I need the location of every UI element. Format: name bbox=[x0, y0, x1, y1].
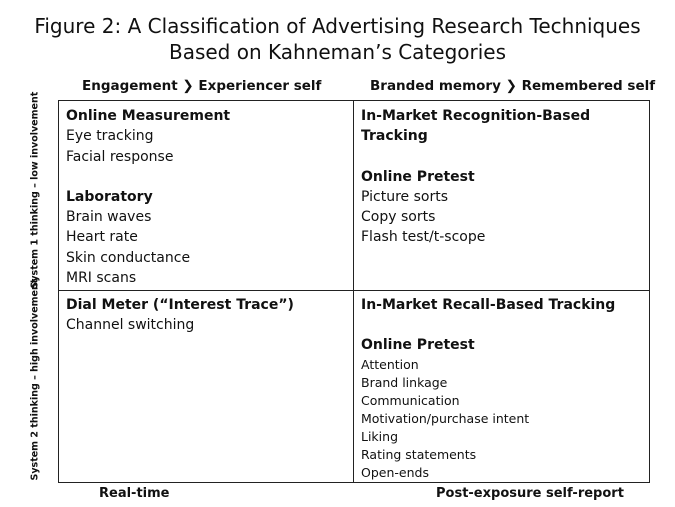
cell-bottom-left: Dial Meter (“Interest Trace”) Channel sw… bbox=[66, 295, 294, 336]
list-item: MRI scans bbox=[66, 270, 137, 287]
list-item: Picture sorts bbox=[361, 188, 448, 205]
list-item: Eye tracking bbox=[66, 128, 154, 145]
column-header-engagement: Engagement ❯ Experiencer self bbox=[82, 78, 322, 94]
cell-heading: Online Pretest bbox=[361, 337, 475, 354]
list-item: Brain waves bbox=[66, 209, 152, 226]
cell-heading: Online Pretest bbox=[361, 168, 475, 185]
cell-heading: In-Market Recognition-Based Tracking bbox=[361, 108, 591, 145]
list-item: Communication bbox=[361, 392, 460, 408]
footer-real-time: Real-time bbox=[99, 486, 170, 501]
list-item: Copy sorts bbox=[361, 209, 436, 226]
list-item: Open-ends bbox=[361, 464, 429, 480]
classification-grid: Online Measurement Eye tracking Facial r… bbox=[58, 100, 650, 483]
row-label-system-1: System 1 thinking – low involvement bbox=[29, 91, 41, 289]
list-item: Flash test/t-scope bbox=[361, 229, 486, 246]
cell-bottom-right: In-Market Recall-Based Tracking Online P… bbox=[361, 295, 615, 482]
list-item: Heart rate bbox=[66, 229, 138, 246]
cell-heading: Laboratory bbox=[66, 188, 153, 205]
footer-post-exposure: Post-exposure self-report bbox=[436, 486, 624, 501]
horizontal-divider bbox=[59, 290, 649, 291]
figure-title-line-2: Based on Kahneman’s Categories bbox=[168, 40, 507, 64]
cell-heading: Dial Meter (“Interest Trace”) bbox=[66, 297, 294, 313]
figure-title-line-1: Figure 2: A Classification of Advertisin… bbox=[34, 14, 641, 38]
list-item: Channel switching bbox=[66, 317, 195, 334]
list-item: Facial response bbox=[66, 148, 174, 165]
list-item: Rating statements bbox=[361, 446, 477, 462]
cell-top-right: In-Market Recognition-Based Tracking Onl… bbox=[361, 106, 649, 248]
cell-heading: In-Market Recall-Based Tracking bbox=[361, 297, 616, 313]
row-label-system-2: System 2 thinking – high involvement bbox=[29, 278, 41, 481]
cell-heading: Online Measurement bbox=[66, 108, 231, 124]
list-item: Attention bbox=[361, 356, 419, 372]
list-item: Brand linkage bbox=[361, 374, 448, 390]
list-item: Skin conductance bbox=[66, 249, 191, 266]
vertical-divider bbox=[353, 101, 354, 482]
column-header-branded-memory: Branded memory ❯ Remembered self bbox=[370, 78, 656, 94]
list-item: Liking bbox=[361, 428, 399, 444]
cell-top-left: Online Measurement Eye tracking Facial r… bbox=[66, 106, 230, 288]
list-item: Motivation/purchase intent bbox=[361, 410, 530, 426]
